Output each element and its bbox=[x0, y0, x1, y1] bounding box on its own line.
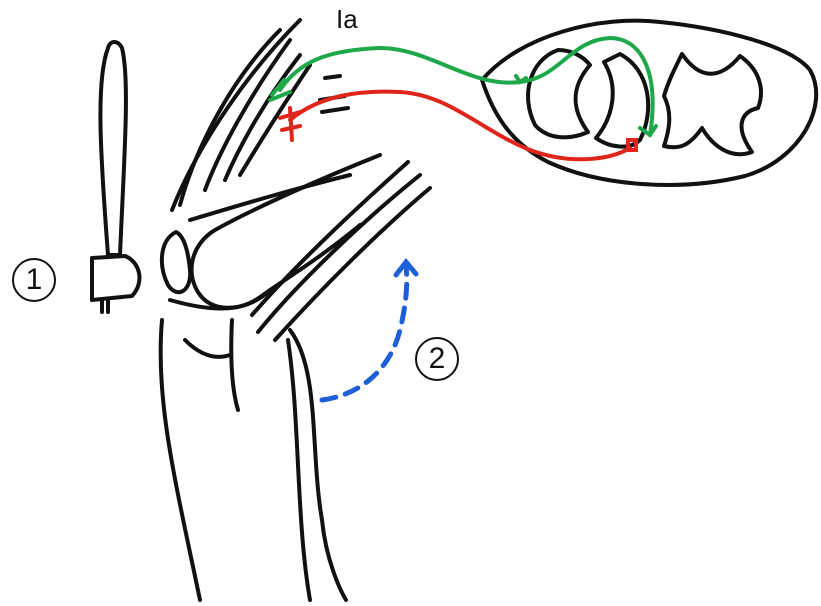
knee-joint bbox=[161, 155, 380, 600]
dashed-curved-arrow-icon bbox=[322, 262, 416, 400]
spinal-cord-section bbox=[482, 21, 816, 185]
reflex-hammer-icon bbox=[92, 42, 139, 312]
step-2-marker: 2 bbox=[415, 337, 459, 381]
ia-afferent-fiber bbox=[270, 38, 656, 135]
quadriceps-muscle bbox=[172, 20, 350, 220]
lower-leg bbox=[252, 162, 430, 600]
ia-fiber-label: Ia bbox=[336, 4, 358, 35]
step-1-marker: 1 bbox=[12, 258, 56, 302]
